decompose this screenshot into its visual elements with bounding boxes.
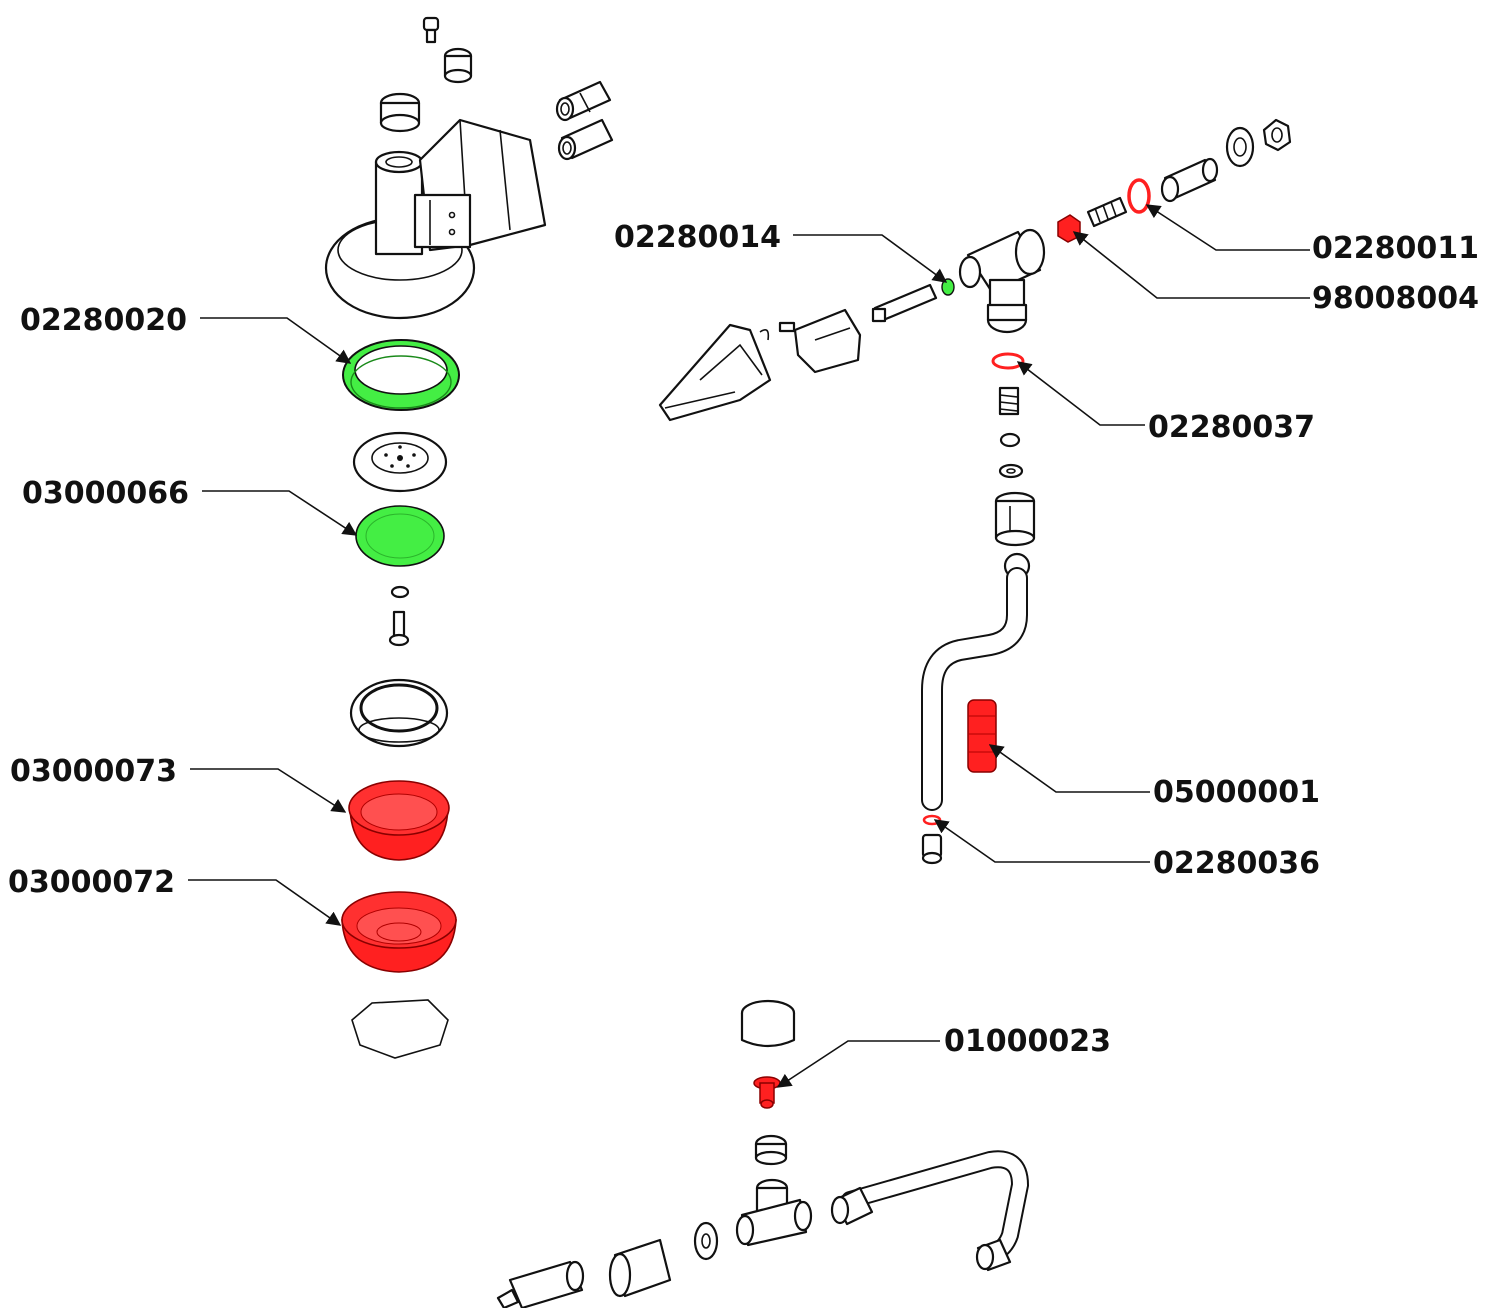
filter-ring (349, 678, 449, 748)
end-fitting (1160, 157, 1219, 203)
part-02280020-gasket (342, 339, 460, 411)
callout-03000066: 03000066 (22, 476, 189, 511)
sleeve-tube (608, 1238, 672, 1298)
callout-03000072: 03000072 (8, 865, 175, 900)
small-washer (998, 463, 1024, 479)
part-02280011-oring (1127, 178, 1151, 214)
valve-stem (871, 283, 938, 323)
part-03000073-cup (348, 780, 450, 861)
leader-02280014 (793, 234, 948, 283)
leader-03000073 (190, 768, 347, 813)
leader-03000072 (188, 879, 342, 926)
part-03000066-shower-screen (355, 505, 445, 567)
group-head-assembly (324, 16, 614, 1059)
fitting-lower (557, 118, 614, 161)
hex-nut (994, 491, 1036, 547)
end-nut (1262, 118, 1292, 152)
end-washer (1225, 126, 1255, 168)
leader-03000066 (202, 490, 358, 536)
callout-02280011: 02280011 (1312, 231, 1479, 266)
small-cone (999, 432, 1021, 448)
lever-pin (759, 329, 770, 341)
leader-05000001 (988, 744, 1150, 793)
callout-01000023: 01000023 (944, 1024, 1111, 1059)
center-washer (390, 585, 410, 599)
part-05000001-sleeve (967, 699, 997, 773)
callout-02280036: 02280036 (1153, 846, 1320, 881)
wand-tip (921, 833, 943, 865)
small-plug (443, 47, 473, 84)
callout-98008004: 98008004 (1312, 281, 1479, 316)
steam-wand (921, 552, 1031, 811)
callout-02280037: 02280037 (1148, 410, 1315, 445)
tee-washer (693, 1221, 719, 1261)
bottom-nut (754, 1134, 788, 1166)
lever-bracket (778, 308, 862, 374)
inlet-fitting (496, 1260, 585, 1308)
leader-lines (188, 204, 1310, 1088)
vertical-spring (998, 386, 1020, 416)
bottom-pipe-assembly (496, 999, 1030, 1308)
leader-02280037 (1016, 361, 1145, 426)
top-screw (422, 16, 440, 44)
group-head-body (324, 118, 547, 320)
leader-02280020 (200, 317, 352, 364)
bent-pipe (830, 1150, 1030, 1272)
callout-02280014: 02280014 (614, 220, 781, 255)
part-03000072-cup (341, 891, 457, 973)
leader-02280011 (1145, 204, 1310, 251)
shower-holder (352, 431, 448, 493)
valve-body (958, 228, 1046, 334)
valve-spring (1086, 196, 1128, 228)
leader-02280036 (933, 819, 1150, 863)
part-02280036-oring (922, 814, 942, 826)
spring-clip (351, 999, 449, 1059)
callout-03000073: 03000073 (10, 754, 177, 789)
large-plug (379, 92, 421, 133)
center-screw (388, 610, 410, 647)
tee-fitting (735, 1178, 813, 1247)
part-02280014-oring (941, 278, 955, 296)
part-98008004-nut (1057, 214, 1081, 243)
fitting-upper (555, 80, 612, 122)
part-02280037-oring (991, 352, 1025, 370)
callout-labels: 02280020 03000066 03000073 03000072 0228… (8, 220, 1479, 1059)
part-01000023-valve (753, 1076, 781, 1109)
cap (740, 999, 796, 1048)
callout-05000001: 05000001 (1153, 775, 1320, 810)
lever-handle (658, 323, 772, 422)
callout-02280020: 02280020 (20, 303, 187, 338)
leader-98008004 (1072, 231, 1310, 299)
leader-01000023 (776, 1040, 940, 1088)
